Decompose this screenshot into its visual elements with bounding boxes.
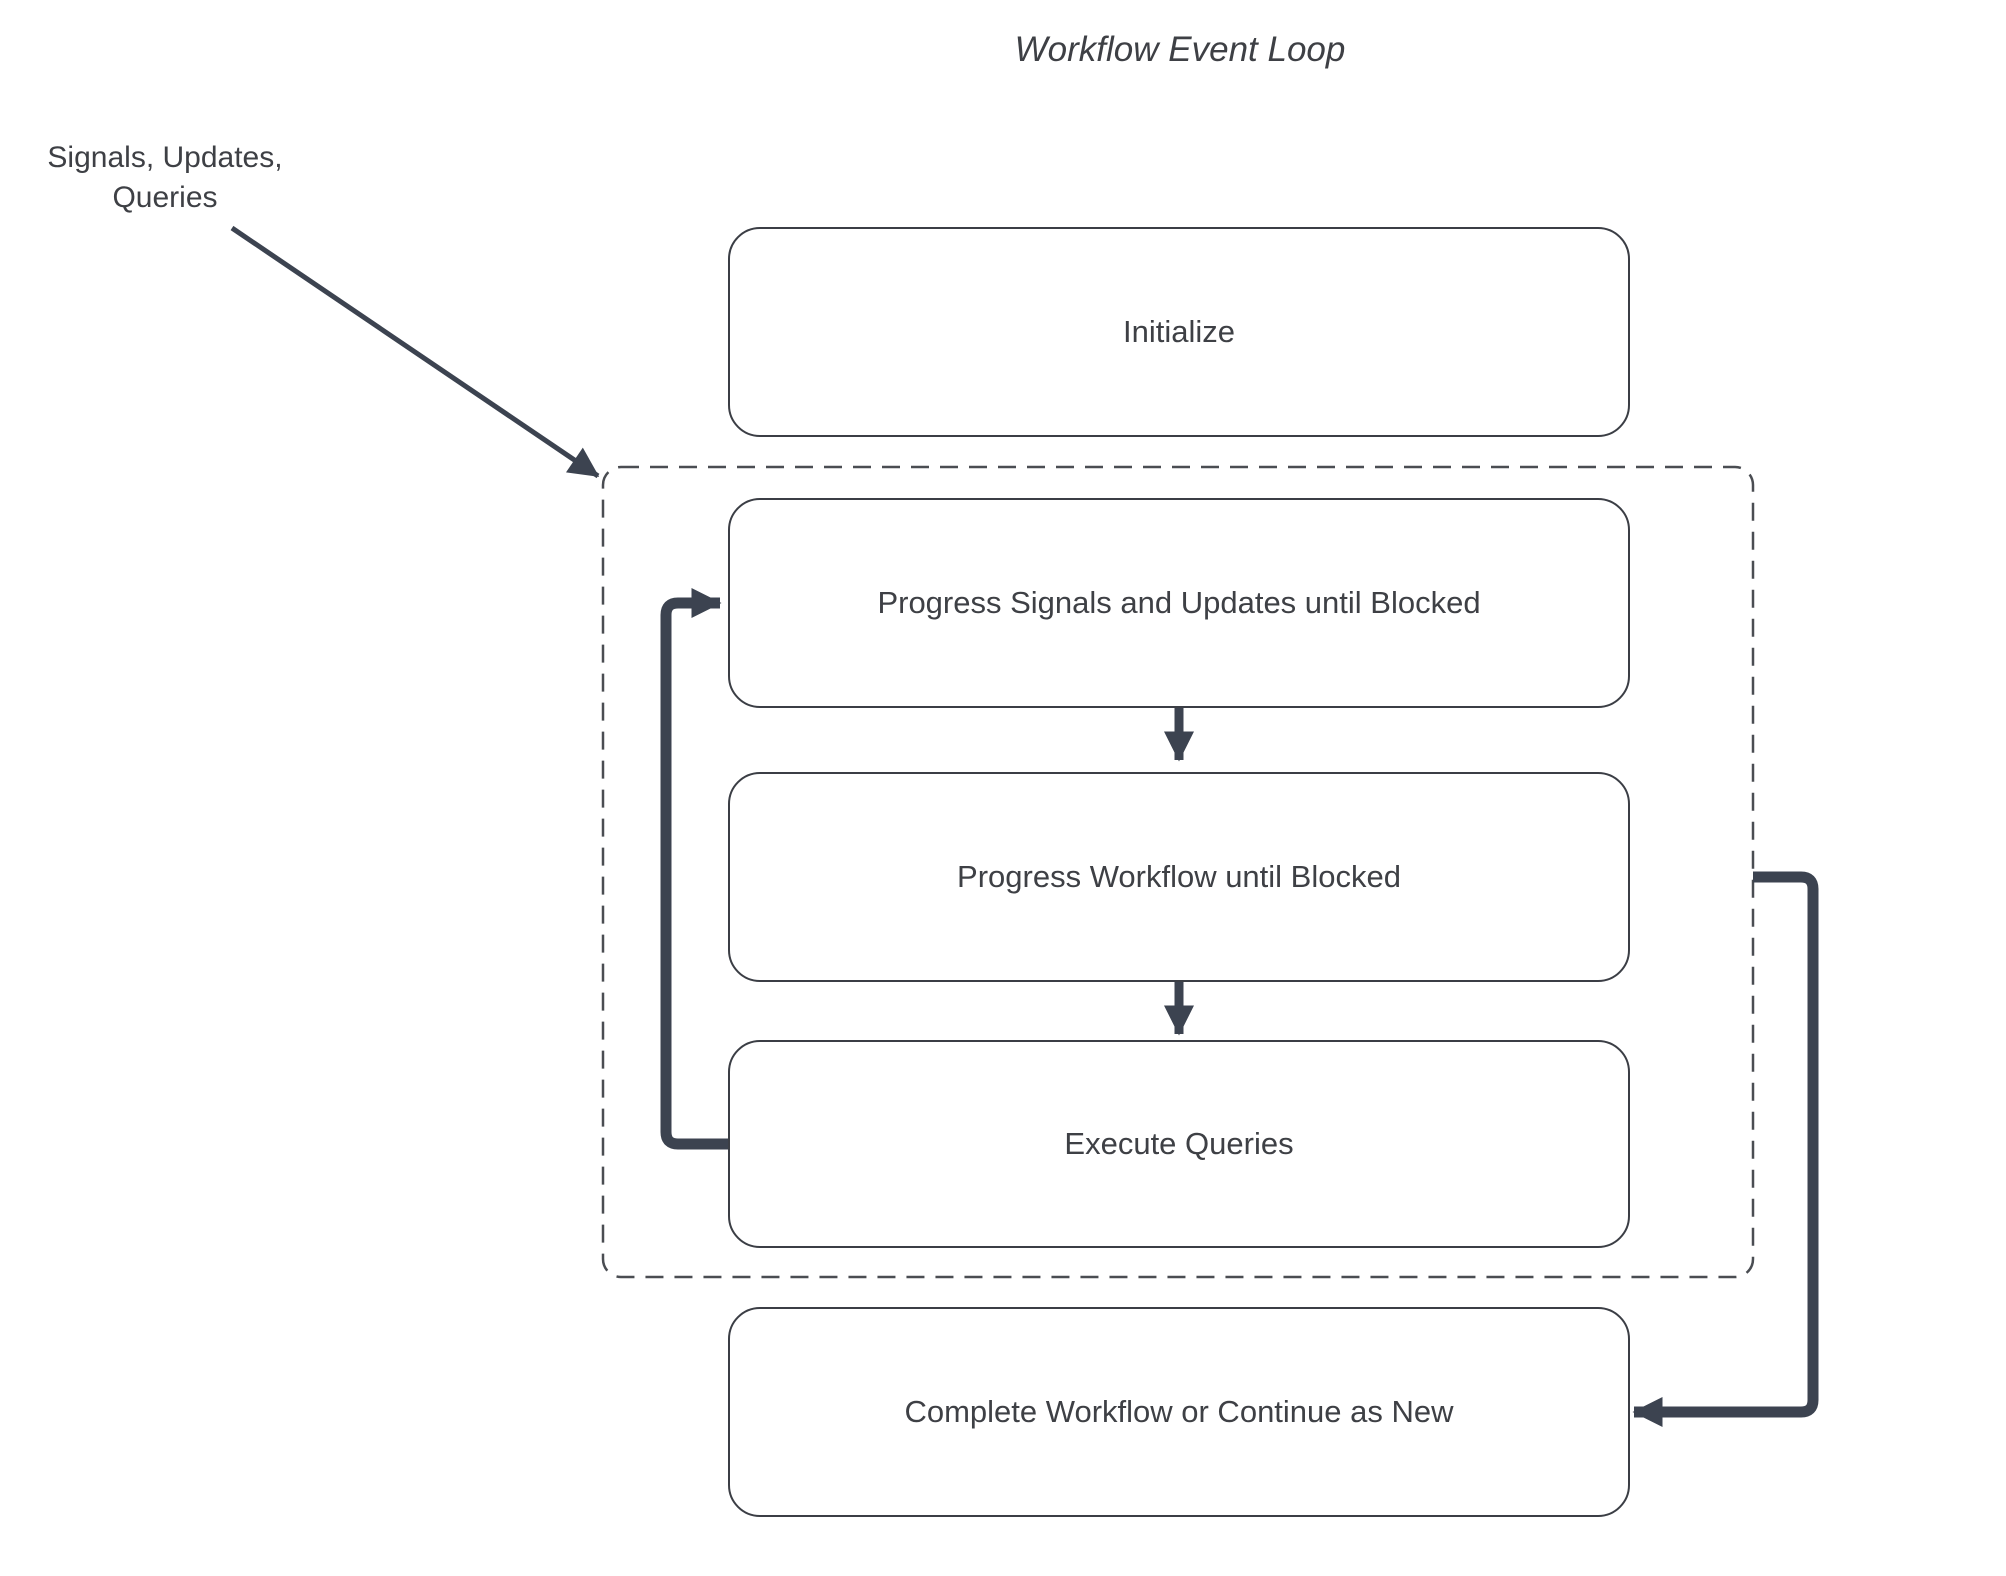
node-progress-signals-updates-label: Progress Signals and Updates until Block…	[877, 584, 1481, 620]
signals-updates-queries-label: Signals, Updates, Queries	[47, 141, 283, 214]
node-progress-workflow-label: Progress Workflow until Blocked	[957, 858, 1401, 894]
node-execute-queries-label: Execute Queries	[1064, 1125, 1294, 1161]
loop-back-arrow	[660, 588, 728, 1150]
node-progress-workflow: Progress Workflow until Blocked	[728, 772, 1630, 982]
node-initialize: Initialize	[728, 227, 1630, 437]
signals-input-arrow	[230, 225, 600, 479]
node-progress-signals-updates: Progress Signals and Updates until Block…	[728, 498, 1630, 708]
node-complete-workflow: Complete Workflow or Continue as New	[728, 1307, 1630, 1517]
event-loop-dashed-container	[601, 465, 1755, 1279]
node-initialize-label: Initialize	[1123, 313, 1235, 349]
node-complete-workflow-label: Complete Workflow or Continue as New	[904, 1393, 1454, 1429]
node-execute-queries: Execute Queries	[728, 1040, 1630, 1248]
diagram-title: Workflow Event Loop	[1014, 30, 1346, 69]
continue-arrow	[1632, 871, 1819, 1427]
